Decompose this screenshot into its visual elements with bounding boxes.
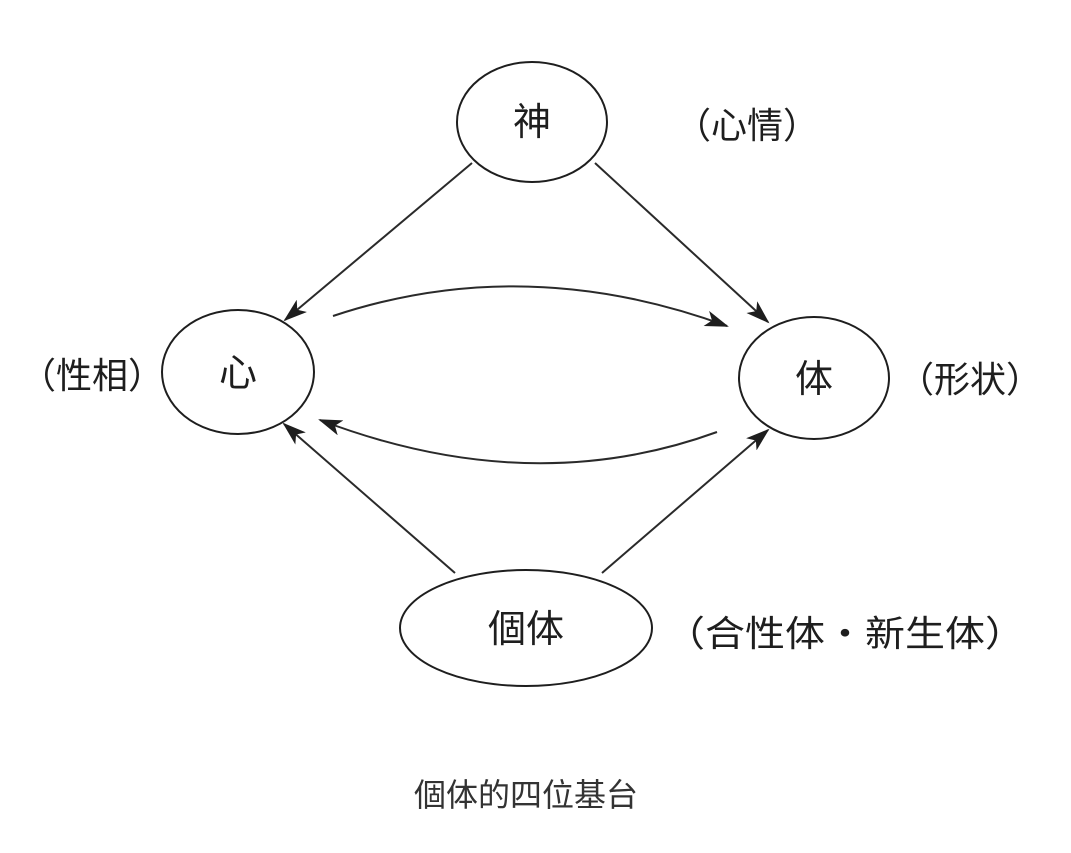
edge-individual-to-mind: [282, 422, 456, 574]
node-body-label: 体: [795, 357, 833, 401]
edge-mind-to-body: [332, 285, 729, 327]
edge-body-to-mind: [318, 419, 718, 465]
node-individual-label: 個体: [488, 607, 564, 651]
node-body: 体: [738, 316, 890, 440]
node-body-annotation: （形状）: [898, 360, 1042, 401]
node-mind-label: 心: [219, 351, 257, 395]
node-god-label: 神: [513, 100, 551, 144]
node-individual-annotation: （合性体・新生体）: [665, 614, 1025, 655]
node-mind: 心: [161, 309, 315, 435]
node-mind-annotation: （性相）: [20, 356, 164, 397]
node-individual-ellipse: [399, 569, 653, 687]
node-individual: 個体: [399, 569, 653, 687]
node-god-ellipse: [456, 61, 608, 183]
node-body-ellipse: [738, 316, 890, 440]
edge-god-to-body: [594, 162, 770, 324]
node-god-annotation: （心情）: [675, 106, 819, 147]
edge-god-to-mind: [283, 162, 473, 322]
edge-individual-to-body: [601, 428, 770, 574]
diagram-caption: 個体的四位基台: [414, 776, 638, 814]
node-mind-ellipse: [161, 309, 315, 435]
node-god: 神: [456, 61, 608, 183]
